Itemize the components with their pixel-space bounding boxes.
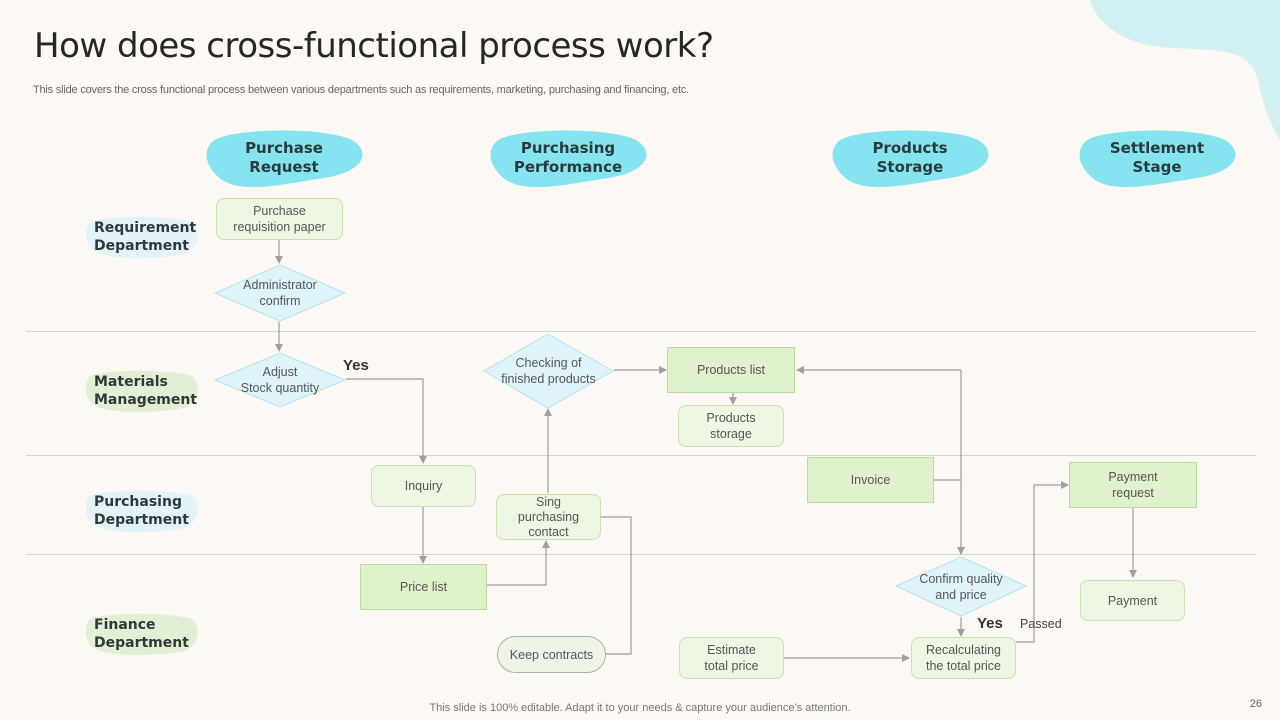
stage-settlement: Settlement Stage (1077, 128, 1237, 188)
node-sing-purchasing-contact[interactable]: Sing purchasing contact (496, 494, 601, 540)
stage-purchase-request: Purchase Request (204, 128, 364, 188)
edge-label-yes: Yes (977, 615, 1003, 632)
node-keep-contracts[interactable]: Keep contracts (497, 636, 606, 673)
slide-subtitle: This slide covers the cross functional p… (33, 84, 689, 96)
stage-products-storage: Products Storage (830, 128, 990, 188)
node-products-list[interactable]: Products list (667, 347, 795, 393)
lane-divider (26, 331, 1256, 332)
dept-materials: Materials Management (84, 368, 204, 414)
stage-purchasing-performance: Purchasing Performance (488, 128, 648, 188)
node-adjust-stock[interactable]: Adjust Stock quantity (214, 352, 346, 408)
node-recalculating-total-price[interactable]: Recalculating the total price (911, 637, 1016, 679)
slide-title: How does cross-functional process work? (34, 26, 714, 66)
footer-note: This slide is 100% editable. Adapt it to… (429, 702, 851, 714)
edge-label-passed: Passed (1020, 617, 1062, 631)
dept-requirement: Requirement Department (84, 214, 204, 260)
lane-divider (26, 554, 1256, 555)
node-administrator-confirm[interactable]: Administrator confirm (214, 264, 346, 322)
node-price-list[interactable]: Price list (360, 564, 487, 610)
dept-finance: Finance Department (84, 611, 204, 657)
node-inquiry[interactable]: Inquiry (371, 465, 476, 507)
node-invoice[interactable]: Invoice (807, 457, 934, 503)
dept-purchasing: Purchasing Department (84, 488, 204, 534)
node-estimate-total-price[interactable]: Estimate total price (679, 637, 784, 679)
page-number: 26 (1249, 698, 1262, 710)
edge-label-yes: Yes (343, 357, 369, 374)
node-purchase-requisition[interactable]: Purchase requisition paper (216, 198, 343, 240)
node-products-storage[interactable]: Products storage (678, 405, 784, 447)
node-confirm-quality[interactable]: Confirm quality and price (895, 556, 1027, 617)
node-payment[interactable]: Payment (1080, 580, 1185, 621)
node-checking-finished-products[interactable]: Checking of finished products (483, 333, 614, 409)
lane-divider (26, 455, 1256, 456)
node-payment-request[interactable]: Payment request (1069, 462, 1197, 508)
